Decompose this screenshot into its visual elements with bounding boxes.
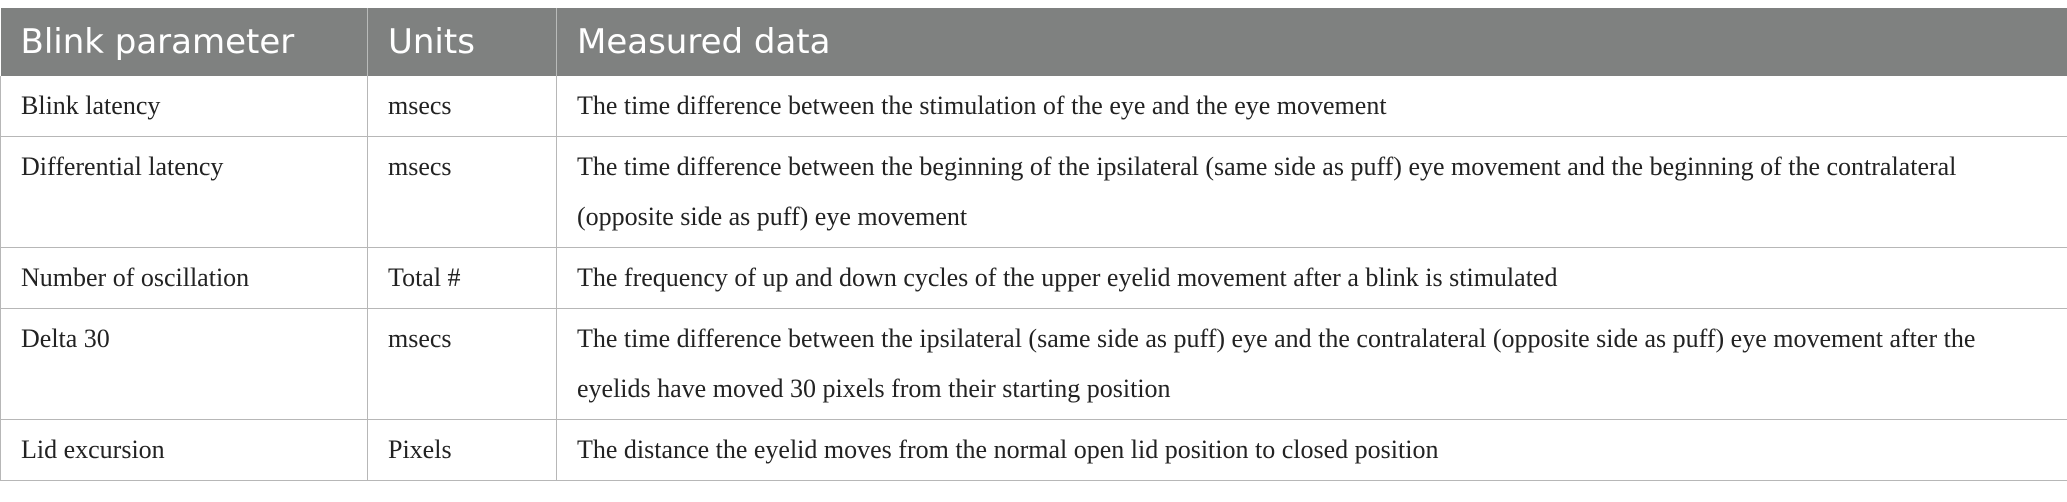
cell-measured-data: The frequency of up and down cycles of t…	[556, 247, 2067, 309]
column-header-units: Units	[367, 8, 557, 76]
header-row: Blink parameter Units Measured data	[0, 8, 2067, 76]
table-row: Differential latency msecs The time diff…	[0, 136, 2067, 248]
blink-parameters-table: Blink parameter Units Measured data Blin…	[0, 8, 2067, 481]
cell-measured-data: The time difference between the ipsilate…	[556, 308, 2067, 420]
table-header: Blink parameter Units Measured data	[0, 8, 2067, 76]
table-row: Number of oscillation Total # The freque…	[0, 247, 2067, 309]
cell-units: Pixels	[367, 419, 557, 481]
cell-parameter: Blink latency	[0, 76, 368, 137]
cell-parameter: Differential latency	[0, 136, 368, 248]
cell-parameter: Delta 30	[0, 308, 368, 420]
cell-measured-data: The distance the eyelid moves from the n…	[556, 419, 2067, 481]
blink-parameters-table-container: Blink parameter Units Measured data Blin…	[0, 8, 2067, 481]
cell-parameter: Number of oscillation	[0, 247, 368, 309]
column-header-blink-parameter: Blink parameter	[0, 8, 368, 76]
cell-units: msecs	[367, 136, 557, 248]
cell-parameter: Lid excursion	[0, 419, 368, 481]
table-body: Blink latency msecs The time difference …	[0, 76, 2067, 481]
cell-measured-data: The time difference between the stimulat…	[556, 76, 2067, 137]
column-header-measured-data: Measured data	[556, 8, 2067, 76]
cell-units: msecs	[367, 76, 557, 137]
cell-units: msecs	[367, 308, 557, 420]
table-row: Delta 30 msecs The time difference betwe…	[0, 308, 2067, 420]
table-row: Lid excursion Pixels The distance the ey…	[0, 419, 2067, 481]
cell-units: Total #	[367, 247, 557, 309]
table-row: Blink latency msecs The time difference …	[0, 76, 2067, 137]
cell-measured-data: The time difference between the beginnin…	[556, 136, 2067, 248]
